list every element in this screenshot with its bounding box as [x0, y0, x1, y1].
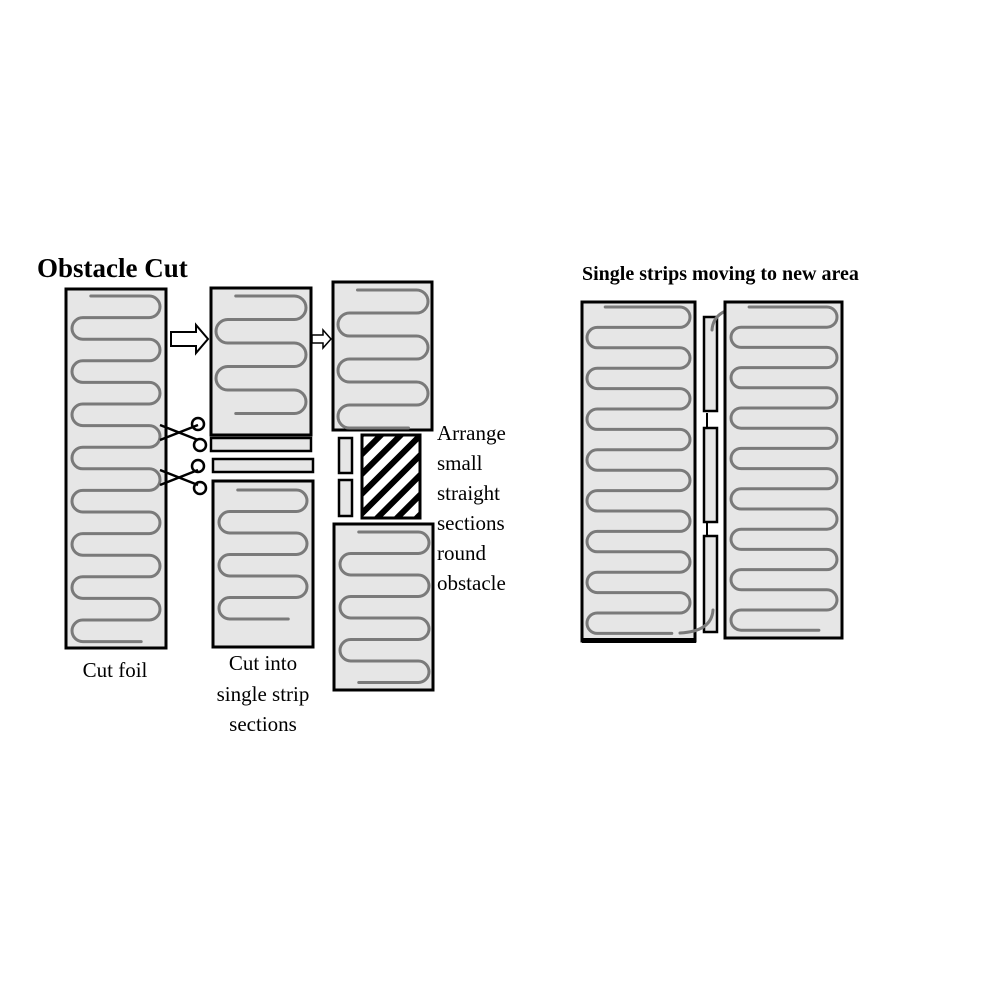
label-arrange-line: obstacle: [437, 571, 506, 595]
heating-coil: [729, 305, 839, 632]
label-arrange-line: small: [437, 451, 483, 475]
label-arrange-line: round: [437, 541, 486, 565]
moved-strip: [702, 426, 719, 524]
scissors-icon: [159, 416, 208, 453]
arrow-right-icon: [311, 328, 333, 350]
target-foil-panel: [723, 300, 844, 640]
heating-coil: [70, 294, 162, 644]
label-arrange-line: straight: [437, 481, 500, 505]
heating-coil: [214, 294, 308, 415]
heating-coil: [336, 288, 430, 430]
label-cut-into-line: single strip: [217, 682, 310, 706]
small-straight-section: [337, 436, 354, 475]
moved-strip: [702, 315, 719, 413]
bottom-section-panel: [211, 479, 315, 649]
single-strips-title: Single strips moving to new area: [582, 263, 859, 285]
heating-coil: [217, 488, 309, 621]
arranged-top-panel: [331, 280, 434, 432]
obstacle-hatched: [360, 433, 422, 520]
label-cut-foil: Cut foil: [83, 658, 148, 682]
label-arrange-line: Arrange: [437, 421, 506, 445]
single-strip: [211, 457, 315, 474]
heating-coil: [338, 530, 431, 684]
label-cut-into-line: sections: [229, 712, 297, 736]
top-section-panel: [209, 286, 313, 437]
label-cut-into-line: Cut into: [229, 651, 297, 675]
label-arrange-line: sections: [437, 511, 505, 535]
cut-foil-panel: [64, 287, 168, 650]
heating-coil: [585, 305, 692, 635]
arranged-bottom-panel: [332, 522, 435, 692]
scissors-icon: [159, 458, 208, 496]
obstacle-cut-title: Obstacle Cut: [37, 253, 188, 283]
moved-strip: [702, 534, 719, 634]
single-strip: [209, 436, 313, 453]
small-straight-section: [337, 478, 354, 518]
arrow-right-icon: [170, 322, 210, 356]
source-foil-panel: [580, 300, 697, 643]
